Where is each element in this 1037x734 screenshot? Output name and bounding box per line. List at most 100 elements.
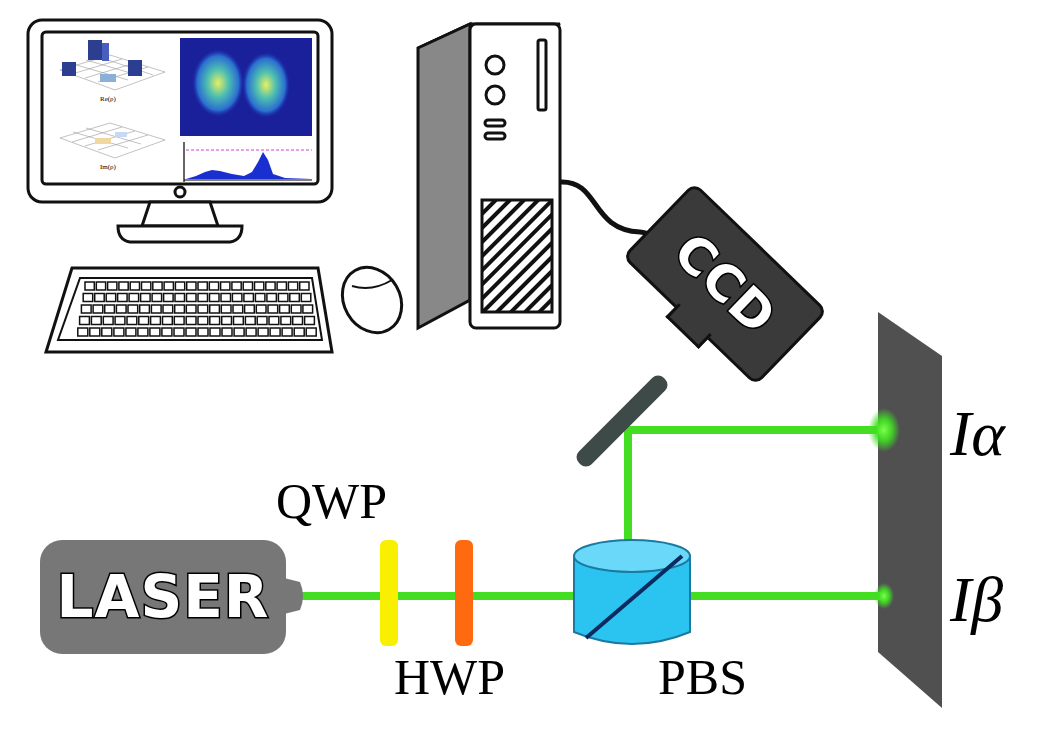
key xyxy=(288,282,297,290)
key xyxy=(114,328,124,336)
key xyxy=(105,305,115,313)
key xyxy=(115,317,125,325)
key xyxy=(96,282,105,290)
key xyxy=(198,317,208,325)
key xyxy=(108,282,117,290)
key xyxy=(150,328,160,336)
intensity-label: Iα xyxy=(950,402,1005,466)
key xyxy=(151,305,161,313)
key xyxy=(246,328,256,336)
intensity-label: Iβ xyxy=(950,568,1003,632)
key xyxy=(93,305,103,313)
key xyxy=(103,317,113,325)
key xyxy=(187,282,196,290)
plot-caption: Re(ρ) xyxy=(100,96,116,103)
key xyxy=(268,305,278,313)
key xyxy=(294,328,304,336)
key xyxy=(234,328,244,336)
key xyxy=(303,305,313,313)
key xyxy=(78,328,88,336)
key xyxy=(141,294,151,302)
key xyxy=(293,317,303,325)
keyboard xyxy=(46,268,332,352)
key xyxy=(163,317,173,325)
computer-tower xyxy=(418,24,560,328)
key xyxy=(186,305,196,313)
key xyxy=(301,294,311,302)
key xyxy=(174,317,184,325)
quarter-wave-plate xyxy=(380,540,398,646)
key xyxy=(198,305,208,313)
key xyxy=(255,282,264,290)
intensity-profile xyxy=(184,142,312,182)
key xyxy=(232,294,242,302)
beam-spot-image xyxy=(242,52,290,118)
key xyxy=(127,317,137,325)
key xyxy=(175,294,185,302)
key xyxy=(139,317,149,325)
key xyxy=(244,294,254,302)
key xyxy=(140,305,150,313)
half-wave-plate xyxy=(455,540,473,646)
key xyxy=(142,282,151,290)
key xyxy=(290,294,300,302)
key xyxy=(280,305,290,313)
key xyxy=(80,317,90,325)
key xyxy=(222,328,232,336)
key xyxy=(210,305,220,313)
key xyxy=(153,282,162,290)
beam-spot-image xyxy=(192,49,244,117)
key xyxy=(234,317,244,325)
key xyxy=(187,294,197,302)
key xyxy=(198,328,208,336)
key xyxy=(163,305,173,313)
key xyxy=(164,282,173,290)
laser-box: LASER xyxy=(40,540,286,654)
key xyxy=(118,294,128,302)
component-label: PBS xyxy=(658,652,747,702)
laser-aperture xyxy=(284,578,303,614)
key xyxy=(282,328,292,336)
key xyxy=(243,282,252,290)
key xyxy=(210,328,220,336)
key xyxy=(138,328,148,336)
key xyxy=(269,317,279,325)
key xyxy=(291,305,301,313)
key xyxy=(81,305,91,313)
key xyxy=(305,317,315,325)
device-label: LASER xyxy=(57,563,270,631)
key xyxy=(102,328,112,336)
key xyxy=(306,328,316,336)
component-label: QWP xyxy=(276,476,387,526)
polarizing-beam-splitter xyxy=(574,540,690,644)
key xyxy=(151,317,161,325)
key xyxy=(281,317,291,325)
ccd-camera: CCD xyxy=(622,182,828,386)
camera-mount xyxy=(665,303,711,349)
key xyxy=(257,317,267,325)
key xyxy=(270,328,280,336)
key xyxy=(245,305,255,313)
key xyxy=(233,305,243,313)
density-matrix-plots xyxy=(60,40,165,158)
beam-spot xyxy=(868,408,900,452)
key xyxy=(221,282,230,290)
beam-spot xyxy=(874,583,894,609)
detection-screen xyxy=(878,312,942,708)
key xyxy=(175,282,184,290)
key xyxy=(277,282,286,290)
mouse xyxy=(331,257,413,344)
key xyxy=(174,328,184,336)
key xyxy=(221,305,231,313)
key xyxy=(300,282,309,290)
key xyxy=(116,305,126,313)
key xyxy=(95,294,105,302)
key xyxy=(83,294,93,302)
keyboard-keys xyxy=(78,282,316,336)
key xyxy=(210,294,220,302)
plot-caption: Im(ρ) xyxy=(100,164,116,171)
ccd-image xyxy=(180,38,312,136)
key xyxy=(267,294,277,302)
key xyxy=(152,294,162,302)
key xyxy=(198,294,208,302)
